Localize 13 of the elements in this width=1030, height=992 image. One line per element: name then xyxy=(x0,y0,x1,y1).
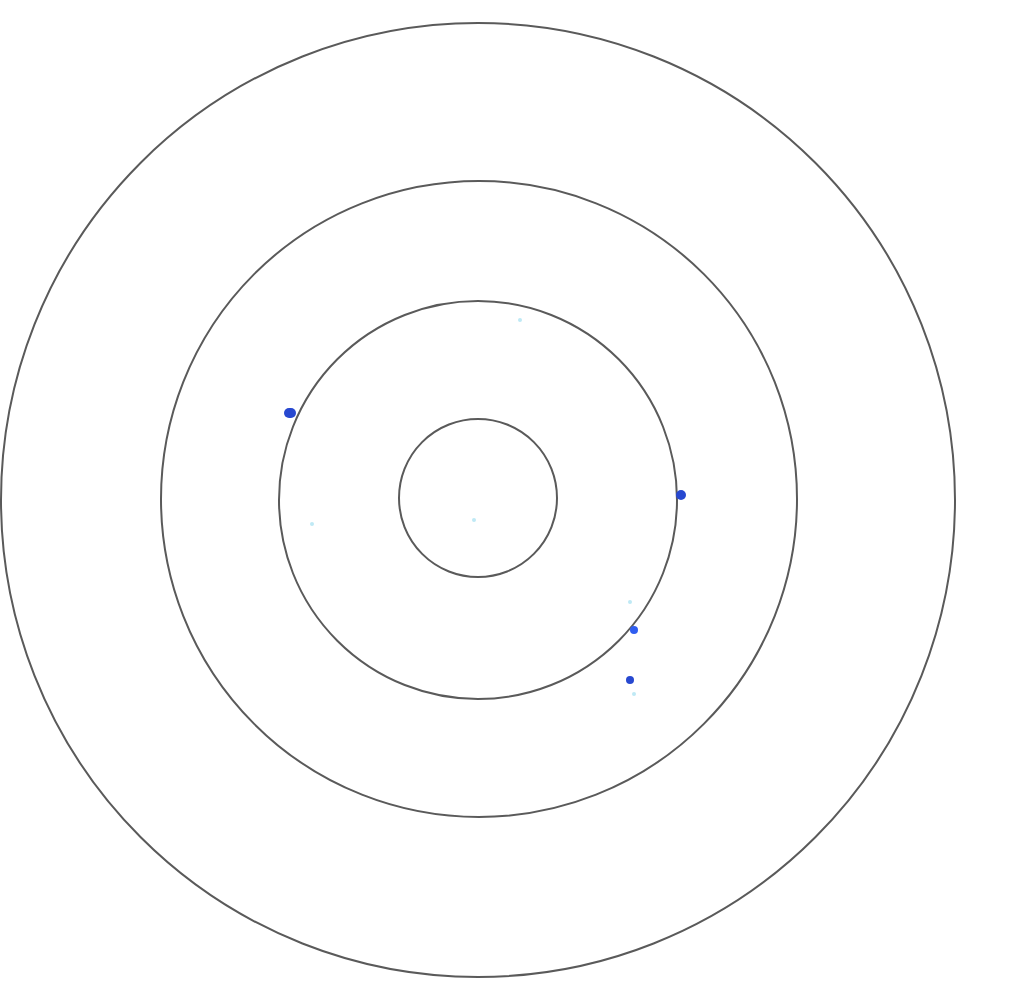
ring xyxy=(0,22,956,978)
dot-icon xyxy=(284,407,296,418)
dot-icon xyxy=(675,489,687,500)
dot-icon xyxy=(632,692,637,697)
ring xyxy=(159,180,798,819)
dot-icon xyxy=(310,522,315,527)
ring xyxy=(278,299,679,700)
dot-icon xyxy=(630,626,639,635)
dot-icon xyxy=(626,676,635,685)
dot-icon xyxy=(628,599,633,605)
ring xyxy=(397,418,558,579)
dot-icon xyxy=(518,317,523,322)
dot-icon xyxy=(471,517,477,523)
